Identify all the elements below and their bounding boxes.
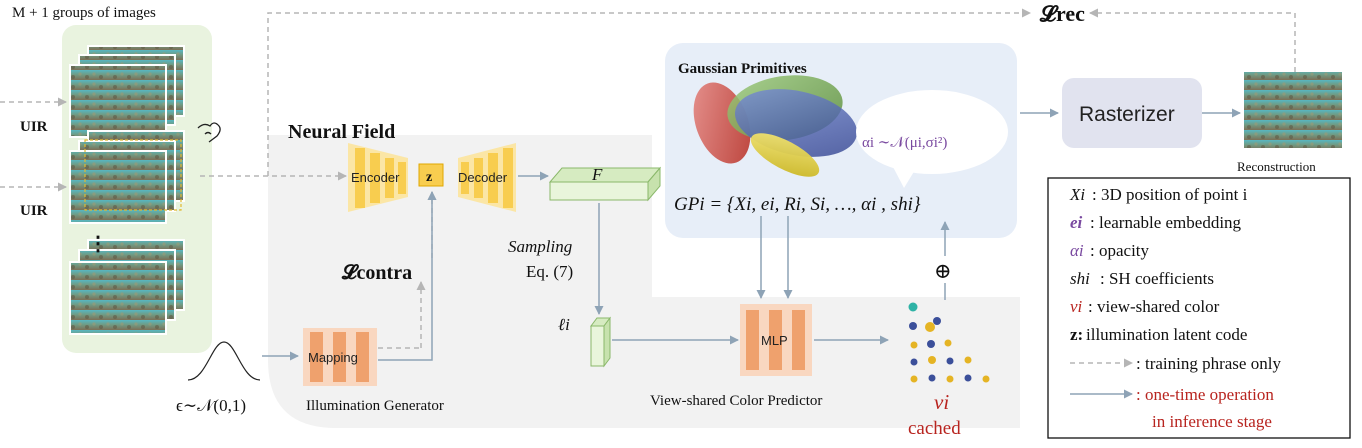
loss-contra-label: 𝓛contra [341,262,412,284]
legend-text: : 3D position of point i [1092,185,1248,204]
image-stack-top [69,45,185,138]
reconstruction-label: Reconstruction [1237,159,1316,174]
encoder-block [348,143,408,212]
legend-symbol: vi [1070,297,1083,316]
mlp-label: MLP [761,333,788,348]
image-stack-middle [69,130,185,224]
legend-text: illumination latent code [1086,325,1247,344]
legend-text: : opacity [1090,241,1150,260]
legend-symbol: shi [1070,269,1090,288]
legend-solid-text-2: in inference stage [1152,412,1272,431]
encoder-label: Encoder [351,170,400,185]
mapping-to-z-arrow [378,191,437,361]
legend-text: : SH coefficients [1100,269,1214,288]
rasterizer-label: Rasterizer [1079,103,1175,126]
legend-item-v: vi : view-shared color [1070,297,1220,316]
sh-coefficients-icon [908,302,990,383]
loss-rec-label: 𝓛rec [1039,1,1085,26]
predictor-label: View-shared Color Predictor [650,393,822,409]
decoder-label: Decoder [458,170,508,185]
ell-block [590,316,611,368]
sampling-label: Sampling [508,237,572,256]
image-stack-bottom [69,239,185,335]
latent-z-label: z [426,170,432,185]
reconstruction-image [1244,72,1342,148]
legend-item-x: Xi : 3D position of point i [1069,185,1248,204]
legend-text: : learnable embedding [1090,213,1242,232]
legend-dashed-text: : training phrase only [1136,354,1281,373]
v-label: vi [934,390,949,414]
rec-loop-arrow-left [267,8,1031,176]
rec-loop-arrow-right [1089,8,1296,72]
legend-symbol: αi [1070,241,1084,260]
legend-solid-text-1: : one-time operation [1136,385,1274,404]
legend-text: : view-shared color [1088,297,1220,316]
decoder-block [458,143,516,212]
legend-item-z: z: illumination latent code [1070,325,1247,344]
noise-label: ϵ∼𝒩(0,1) [176,396,246,415]
rasterizer-block [1062,78,1202,148]
legend-item-alpha: αi : opacity [1070,241,1150,260]
legend-item-e: ei : learnable embedding [1070,213,1242,232]
illumination-generator-label: Illumination Generator [306,398,444,414]
predictor-panel [660,297,1020,428]
feature-label: F [591,165,603,184]
latent-z-block [418,163,444,187]
hand-cursor-icon [197,122,221,143]
legend-item-sh: shi : SH coefficients [1070,269,1214,288]
gaussian-curve-icon [187,341,261,381]
uir-label-bottom: UIR [20,203,48,219]
eq-label: Eq. (7) [526,262,573,281]
feature-block [548,166,662,202]
gp-formula-label: GPi = {Xi, ei, Ri, Si, …, αi , shi} [674,194,921,215]
mapping-block [303,328,377,386]
cached-label: cached [908,418,961,439]
opacity-thought-bubble [856,90,1008,188]
uir-label-top: UIR [20,119,48,135]
legend-symbol: ei [1070,213,1083,232]
mlp-block [740,304,812,376]
groups-label: M + 1 groups of images [12,5,156,21]
alpha-distribution-label: αi ∼𝒩(μi,σi²) [862,135,947,151]
gaussian-ellipsoids-icon [693,75,858,177]
neural-field-title: Neural Field [288,121,395,143]
stack-ellipsis: ⋮ [88,233,108,255]
legend-symbol: z: [1070,325,1083,344]
oplus-symbol: ⊕ [934,259,952,283]
legend-symbol: Xi [1069,185,1085,204]
gaussian-title: Gaussian Primitives [678,61,807,77]
mapping-label: Mapping [308,350,358,365]
ell-label: ℓi [558,315,570,334]
